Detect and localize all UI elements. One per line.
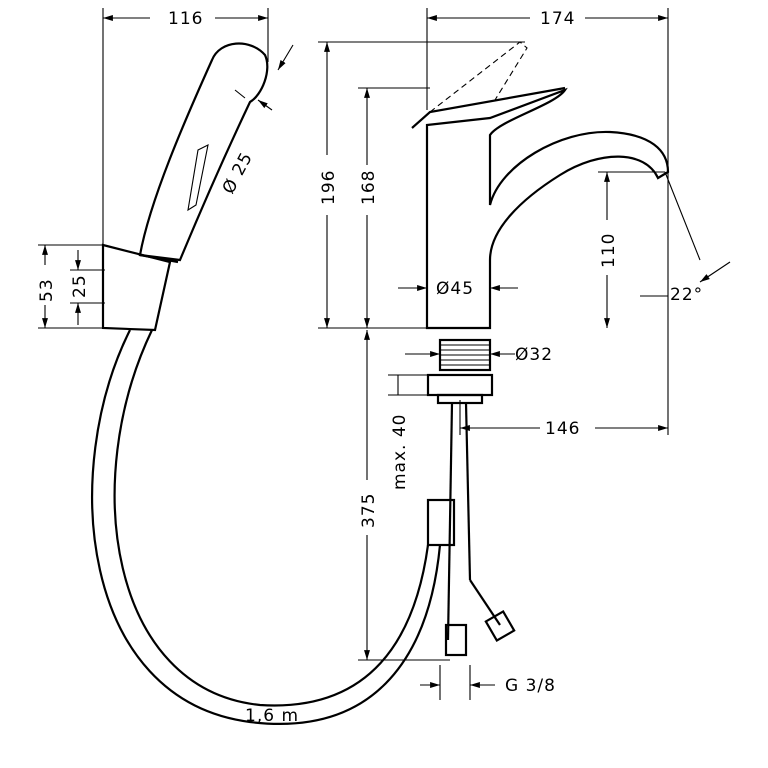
dim-thread: G 3/8 [505,676,556,696]
shower-hose [91,329,442,725]
dim-196: 196 [319,170,339,205]
dim-375: 375 [359,493,379,528]
extension-lines [38,8,701,700]
dim-110: 110 [599,233,619,268]
dim-53: 53 [37,278,57,302]
hand-shower [138,42,269,262]
dim-25: 25 [70,274,90,298]
dim-shank-diameter: Ø32 [515,345,553,365]
shower-holder [101,243,179,332]
dim-174: 174 [540,9,575,29]
basin-mixer [411,41,670,657]
dim-116: 116 [168,9,203,29]
dim-168: 168 [359,170,379,205]
dim-146: 146 [545,419,580,439]
dim-hose-length: 1,6 m [245,706,299,726]
dim-angle: 22° [670,285,703,305]
dimension-lines [42,15,731,688]
dim-body-diameter: Ø45 [436,279,474,299]
thread-hatch [440,344,490,366]
dim-max-40: max. 40 [390,414,410,490]
